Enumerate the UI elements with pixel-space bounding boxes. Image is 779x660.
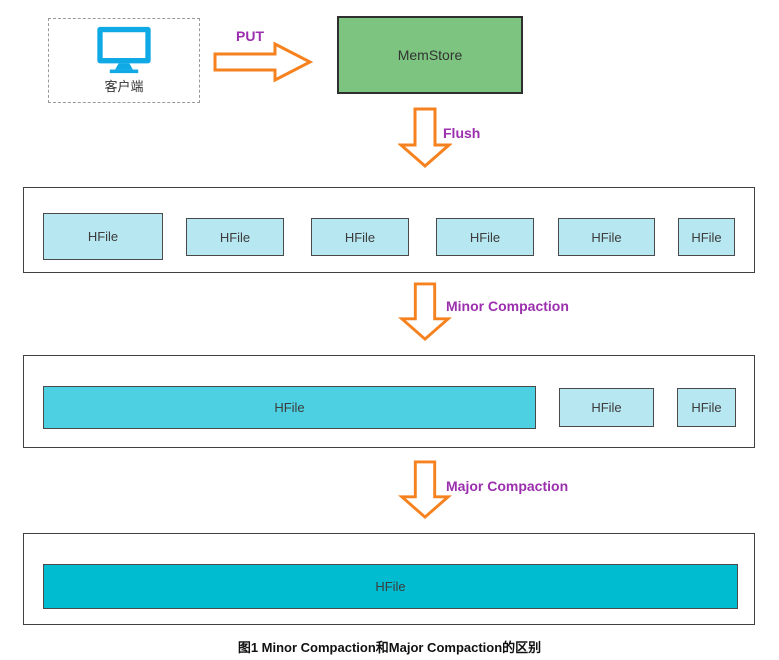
hfile-box: HFile (678, 218, 735, 256)
region-row-1: HFile HFile HFile HFile HFile HFile (23, 187, 755, 273)
memstore-box: MemStore (337, 16, 523, 94)
major-compaction-label: Major Compaction (446, 478, 569, 494)
major-compaction-arrow-icon (398, 460, 452, 520)
client-label: 客户端 (104, 79, 144, 94)
client-box: 客户端 (48, 18, 200, 103)
hfile-box-large: HFile (43, 386, 536, 429)
hfile-box: HFile (677, 388, 736, 427)
minor-compaction-arrow-icon (398, 282, 452, 342)
memstore-label: MemStore (397, 47, 463, 63)
hfile-box: HFile (311, 218, 409, 256)
hfile-box-large: HFile (43, 564, 738, 609)
hfile-box: HFile (43, 213, 163, 260)
region-row-3: HFile (23, 533, 755, 625)
monitor-icon (97, 26, 151, 74)
region-row-2: HFile HFile HFile (23, 355, 755, 448)
put-arrow-icon (213, 41, 313, 83)
hfile-box: HFile (558, 218, 655, 256)
flush-label: Flush (443, 125, 481, 141)
flush-arrow-icon (398, 107, 452, 168)
hfile-box: HFile (436, 218, 534, 256)
hfile-box: HFile (559, 388, 654, 427)
figure-caption: 图1 Minor Compaction和Major Compaction的区别 (237, 640, 542, 655)
hfile-box: HFile (186, 218, 284, 256)
minor-compaction-label: Minor Compaction (446, 298, 569, 314)
put-label: PUT (236, 28, 264, 44)
